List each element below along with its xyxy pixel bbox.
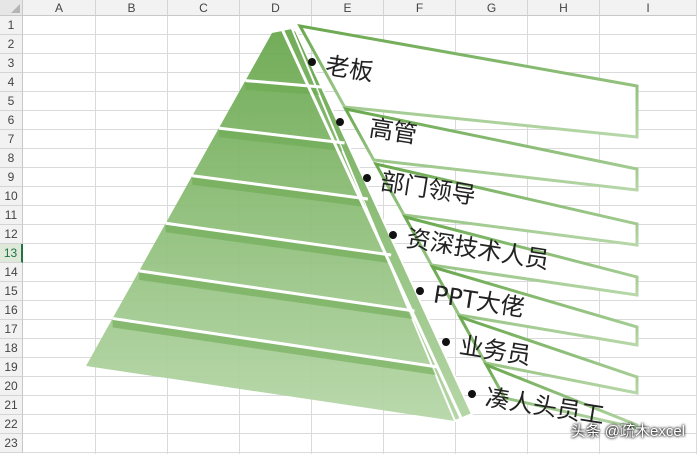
row-header-13[interactable]: 13 [0,244,23,263]
row-header-11[interactable]: 11 [0,206,23,225]
row-header-2[interactable]: 2 [0,35,23,54]
level-box-4 [402,214,639,297]
layer-divider-3 [192,174,369,201]
bullet-icon [363,174,371,182]
column-header-a[interactable]: A [23,0,96,16]
level-box-7 [483,362,639,430]
row-header-23[interactable]: 23 [0,434,23,453]
row-header-22[interactable]: 22 [0,415,23,434]
row-header-17[interactable]: 17 [0,320,23,339]
column-header-b[interactable]: B [96,0,168,16]
layer-shadow-6 [112,318,436,375]
bullet-icon [389,231,397,239]
row-header-3[interactable]: 3 [0,54,23,73]
row-header-4[interactable]: 4 [0,73,23,92]
row-header-1[interactable]: 1 [0,16,23,35]
row-header-12[interactable]: 12 [0,225,23,244]
layer-divider-5 [138,269,415,313]
layer-divider-6 [112,316,438,369]
layer-divider-4 [165,221,392,257]
column-header-d[interactable]: D [240,0,312,16]
layer-shadow-5 [139,270,413,319]
column-header-c[interactable]: C [168,0,240,16]
row-header-14[interactable]: 14 [0,263,23,282]
row-header-7[interactable]: 7 [0,130,23,149]
column-header-h[interactable]: H [528,0,600,16]
bullet-icon [416,287,424,295]
row-header-6[interactable]: 6 [0,111,23,130]
column-header-g[interactable]: G [456,0,528,16]
level-box-3 [372,161,639,247]
layer-shadow-2 [218,128,343,151]
level-box-6 [456,314,639,395]
level-box-2 [342,106,639,192]
row-header-8[interactable]: 8 [0,149,23,168]
pyramid-edge [280,28,463,419]
select-all-corner[interactable] [0,0,23,16]
row-header-9[interactable]: 9 [0,168,23,187]
level-box-1 [297,23,639,139]
row-header-5[interactable]: 5 [0,92,23,111]
bullet-icon [336,118,344,126]
bullet-icon [442,338,450,346]
row-header-10[interactable]: 10 [0,187,23,206]
row-header-20[interactable]: 20 [0,377,23,396]
layer-shadow-4 [165,223,390,263]
layer-divider-2 [218,126,345,145]
layer-shadow-3 [192,175,366,207]
select-all-triangle-icon [11,4,20,13]
level-box-5 [429,264,639,347]
bullet-icon [468,390,476,398]
level-item-1: 老板 [308,51,375,87]
row-header-18[interactable]: 18 [0,339,23,358]
row-header-15[interactable]: 15 [0,282,23,301]
row-header-19[interactable]: 19 [0,358,23,377]
row-header-16[interactable]: 16 [0,301,23,320]
watermark: 头条 @疏木excel [570,423,685,440]
pyramid-body [86,29,455,421]
column-header-f[interactable]: F [384,0,456,16]
column-header-e[interactable]: E [312,0,384,16]
row-header-21[interactable]: 21 [0,396,23,415]
bullet-icon [308,58,316,66]
